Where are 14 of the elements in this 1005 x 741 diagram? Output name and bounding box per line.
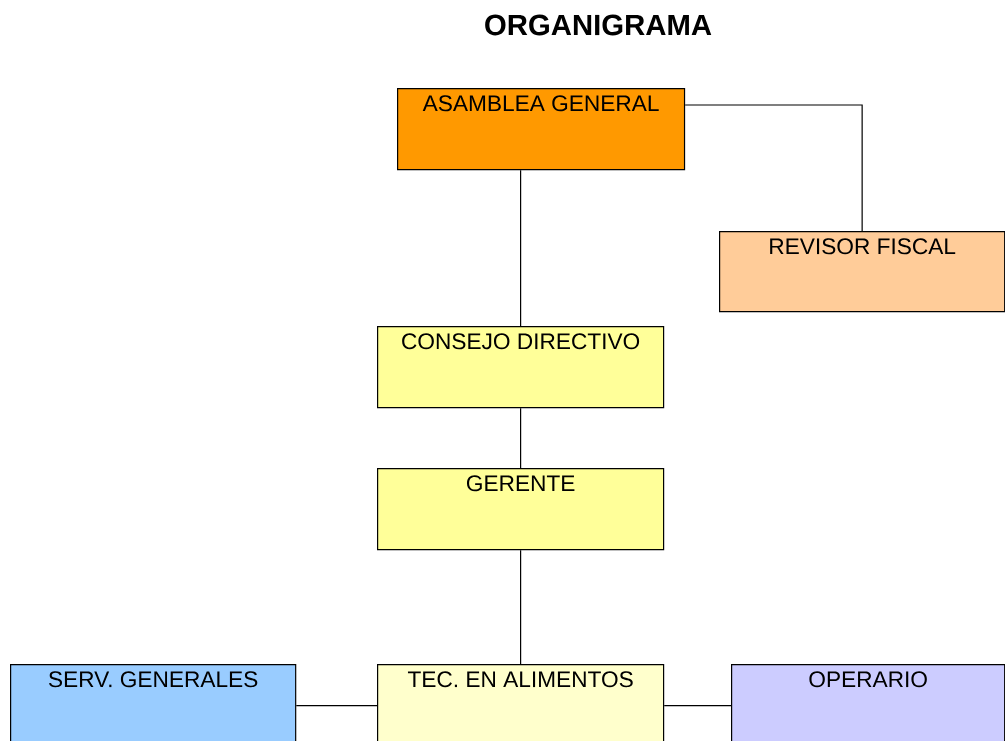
connector-line — [520, 549, 522, 665]
org-box: TEC. EN ALIMENTOS — [377, 664, 665, 741]
org-box: CONSEJO DIRECTIVO — [377, 326, 665, 409]
connector-line — [520, 169, 522, 327]
org-box: SERV. GENERALES — [10, 664, 297, 741]
connector-line — [295, 705, 378, 707]
org-box: REVISOR FISCAL — [719, 231, 1005, 313]
connector-line — [663, 705, 732, 707]
connector-line — [520, 407, 522, 469]
org-box: OPERARIO — [731, 664, 1005, 741]
title: ORGANIGRAMA — [485, 14, 712, 36]
connector-line — [684, 104, 863, 232]
org-box: GERENTE — [377, 468, 665, 551]
org-box: ASAMBLEA GENERAL — [397, 88, 686, 171]
